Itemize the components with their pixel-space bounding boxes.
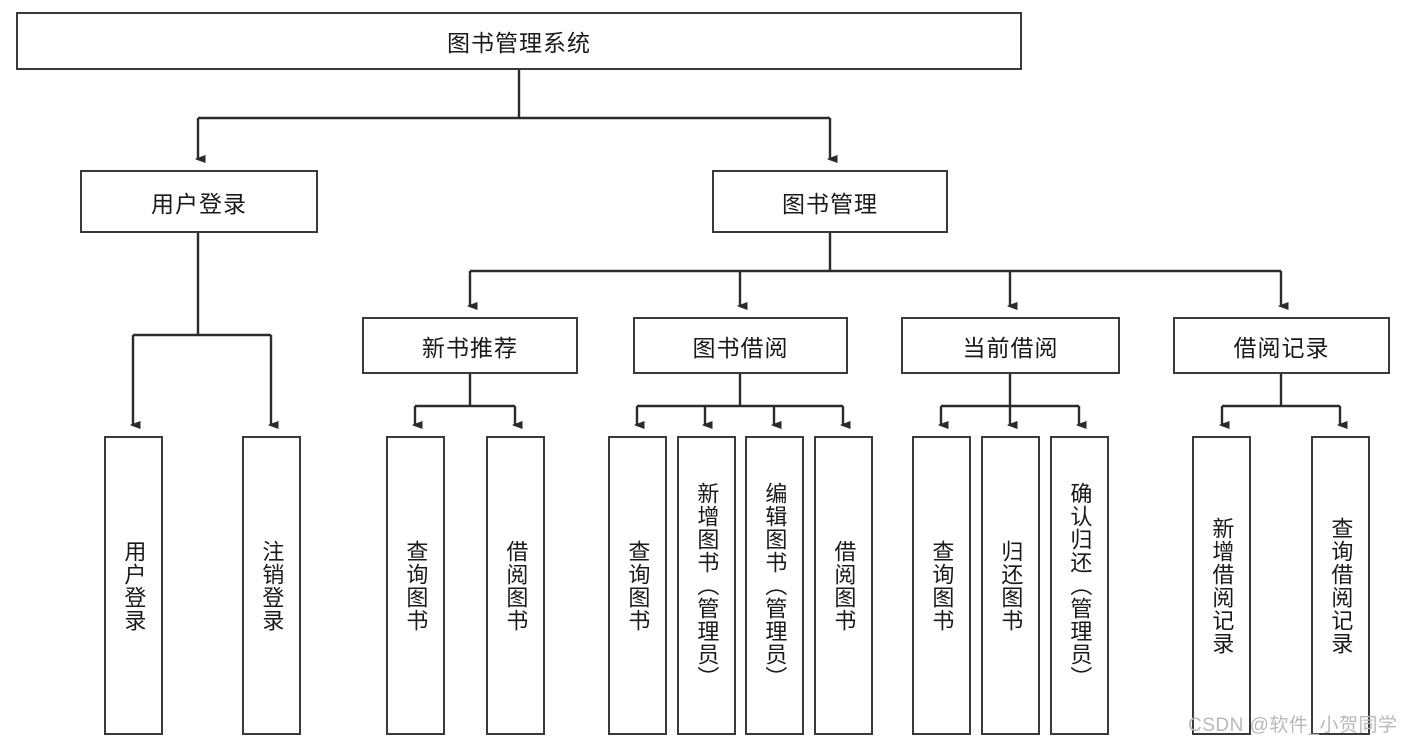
leaf-return-book[interactable]: 归还图书 bbox=[981, 436, 1040, 735]
leaf-logout-label: 注销登录 bbox=[259, 539, 285, 632]
leaf-user-login[interactable]: 用户登录 bbox=[104, 436, 163, 735]
leaf-borrow-book[interactable]: 借阅图书 bbox=[814, 436, 873, 735]
node-new-book-recommend[interactable]: 新书推荐 bbox=[362, 317, 578, 374]
node-root[interactable]: 图书管理系统 bbox=[16, 12, 1022, 70]
leaf-query-book-current[interactable]: 查询图书 bbox=[912, 436, 971, 735]
leaf-edit-book-admin[interactable]: 编辑图书（管理员） bbox=[745, 436, 804, 735]
node-user-login-label: 用户登录 bbox=[151, 190, 247, 217]
node-new-book-recommend-label: 新书推荐 bbox=[422, 334, 518, 361]
leaf-query-book-current-label: 查询图书 bbox=[929, 539, 955, 632]
node-book-borrow[interactable]: 图书借阅 bbox=[633, 317, 848, 374]
leaf-add-book-admin-label: 新增图书（管理员） bbox=[694, 482, 720, 689]
node-book-borrow-label: 图书借阅 bbox=[692, 334, 789, 361]
leaf-add-borrow-record[interactable]: 新增借阅记录 bbox=[1192, 436, 1251, 735]
leaf-confirm-return-admin-label: 确认归还（管理员） bbox=[1067, 482, 1093, 689]
node-borrow-record-label: 借阅记录 bbox=[1233, 334, 1330, 361]
node-user-login[interactable]: 用户登录 bbox=[80, 170, 318, 233]
leaf-add-borrow-record-label: 新增借阅记录 bbox=[1209, 516, 1235, 655]
leaf-borrow-book-recommend[interactable]: 借阅图书 bbox=[486, 436, 545, 735]
leaf-add-book-admin[interactable]: 新增图书（管理员） bbox=[677, 436, 736, 735]
node-root-label: 图书管理系统 bbox=[447, 30, 591, 56]
leaf-query-book-recommend[interactable]: 查询图书 bbox=[386, 436, 445, 735]
node-book-management-label: 图书管理 bbox=[782, 190, 878, 217]
node-current-borrow-label: 当前借阅 bbox=[962, 334, 1059, 361]
leaf-query-book-recommend-label: 查询图书 bbox=[403, 539, 429, 632]
csdn-watermark: CSDN @软件_小贺同学 bbox=[1188, 715, 1398, 736]
leaf-edit-book-admin-label: 编辑图书（管理员） bbox=[762, 482, 788, 689]
leaf-query-book-borrow[interactable]: 查询图书 bbox=[608, 436, 667, 735]
leaf-query-book-borrow-label: 查询图书 bbox=[625, 539, 651, 632]
leaf-borrow-book-recommend-label: 借阅图书 bbox=[503, 539, 529, 632]
leaf-logout[interactable]: 注销登录 bbox=[242, 436, 301, 735]
leaf-user-login-label: 用户登录 bbox=[121, 539, 147, 632]
leaf-confirm-return-admin[interactable]: 确认归还（管理员） bbox=[1050, 436, 1109, 735]
leaf-borrow-book-label: 借阅图书 bbox=[831, 539, 857, 632]
leaf-return-book-label: 归还图书 bbox=[998, 539, 1024, 632]
leaf-query-borrow-record-label: 查询借阅记录 bbox=[1328, 516, 1354, 655]
node-borrow-record[interactable]: 借阅记录 bbox=[1173, 317, 1390, 374]
node-book-management[interactable]: 图书管理 bbox=[712, 170, 948, 233]
node-current-borrow[interactable]: 当前借阅 bbox=[901, 317, 1120, 374]
leaf-query-borrow-record[interactable]: 查询借阅记录 bbox=[1311, 436, 1370, 735]
